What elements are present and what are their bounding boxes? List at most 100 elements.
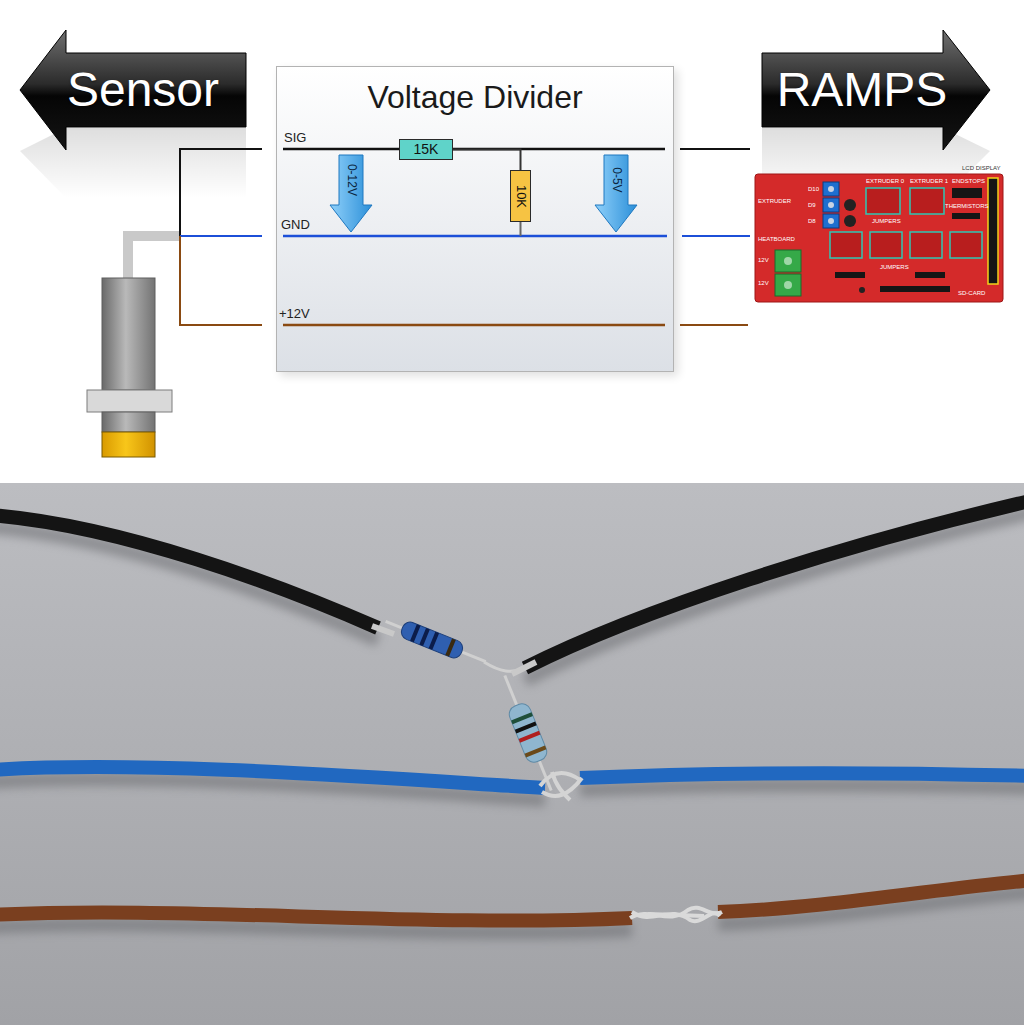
screw (828, 202, 834, 208)
resistor-band (511, 712, 533, 724)
resistor-band (429, 632, 439, 650)
twisted-strand (552, 772, 570, 800)
wire-shadow (525, 512, 1024, 680)
blue-wire (0, 767, 545, 788)
panel-title: Voltage Divider (277, 79, 673, 116)
arrow-label: Sensor (67, 62, 219, 117)
driver-socket (870, 232, 902, 258)
arrow-shape (20, 30, 246, 150)
arrow-shape (330, 155, 372, 232)
voltage-arrow: 0-5V (595, 155, 637, 232)
board-label: EXTRUDER 0 (866, 178, 904, 184)
board-label: 12V (758, 280, 769, 286)
board-label: EXTRUDER (758, 198, 791, 204)
screw-terminal (823, 214, 839, 228)
board-label: D9 (808, 202, 816, 208)
screw (784, 281, 792, 289)
voltage-range: 0-5V (609, 167, 623, 192)
capacitor (844, 199, 856, 211)
solder-joint (630, 908, 722, 921)
ramps-arrow: RAMPS (762, 30, 990, 150)
stripped-end (372, 626, 394, 634)
voltage-range: 0-12V (344, 164, 358, 196)
resistor-body (399, 620, 465, 661)
wire-label: +12V (279, 307, 310, 320)
black-wire (525, 500, 1024, 668)
resistor-band (410, 624, 420, 642)
wire-shadow (580, 785, 1024, 790)
sig-wire (680, 148, 750, 150)
twisted-strand (540, 773, 580, 786)
pin-header (952, 213, 980, 219)
arrow-reflection (66, 128, 246, 198)
stripped-end (512, 662, 536, 674)
board-label: EXTRUDER 1 (910, 178, 948, 184)
resistor-band (525, 746, 547, 758)
arrow-shape (762, 30, 990, 150)
power-wire (180, 236, 262, 325)
arrow-label: RAMPS (777, 62, 948, 117)
brown-wire (718, 880, 1024, 912)
capacitor (844, 215, 856, 227)
sensor-flange (87, 390, 172, 412)
gnd-wire (283, 235, 667, 238)
panel-ground (276, 66, 674, 372)
black-wire (0, 515, 378, 628)
sensor-neck (102, 412, 155, 432)
wire-shadows (0, 512, 1024, 933)
pin-header (952, 188, 982, 198)
gnd-wire (180, 235, 262, 237)
sensor-arrow: Sensor (20, 30, 246, 150)
resistor-band (445, 638, 455, 656)
board-label: D10 (808, 186, 819, 192)
resistor-link (453, 150, 521, 171)
jumper-header (915, 272, 945, 278)
wire-shadow (0, 527, 378, 640)
power-wire (283, 324, 665, 327)
board-label: LCD DISPLAY (962, 165, 1001, 171)
screw-terminal (823, 198, 839, 212)
driver-socket (910, 232, 942, 258)
board-label: JUMPERS (880, 264, 909, 270)
twisted-strand (648, 914, 704, 916)
power-wire (680, 324, 748, 326)
sig-wire (283, 148, 665, 151)
arrow-shape (595, 155, 637, 232)
pin-header (988, 178, 998, 284)
pin-header (880, 286, 950, 292)
power-terminal (775, 250, 801, 272)
board-label: JUMPERS (872, 218, 901, 224)
gnd-wire (682, 235, 750, 237)
driver-socket (830, 232, 862, 258)
sensor-tip (102, 432, 155, 457)
screw (784, 257, 792, 265)
resistor-body (507, 701, 550, 765)
board-label: ENDSTOPS (952, 178, 985, 184)
resistor-lead (505, 676, 551, 791)
ramps-board (755, 174, 1003, 302)
board-label: HEATBOARD (758, 236, 795, 242)
resistor-value: 15K (414, 141, 439, 157)
voltage-arrow-outline (595, 155, 637, 232)
sig-wire (180, 149, 262, 236)
resistor-box: 10K (510, 170, 531, 222)
driver-socket (866, 188, 900, 214)
resistor-band (515, 721, 537, 733)
board-label: THERMISTORS (945, 203, 989, 209)
resistor-band (419, 628, 429, 646)
resistor-band (519, 731, 541, 743)
wire-label: SIG (284, 131, 306, 144)
solder-joint (540, 772, 582, 800)
board-label: 12V (758, 257, 769, 263)
brown-wire (0, 912, 632, 920)
jumper-header (835, 272, 865, 278)
resistor-box: 15K (399, 139, 453, 160)
reset-button (859, 287, 865, 293)
screw (828, 186, 834, 192)
screw (828, 218, 834, 224)
blue-resistor (382, 613, 489, 670)
driver-socket (910, 188, 944, 214)
